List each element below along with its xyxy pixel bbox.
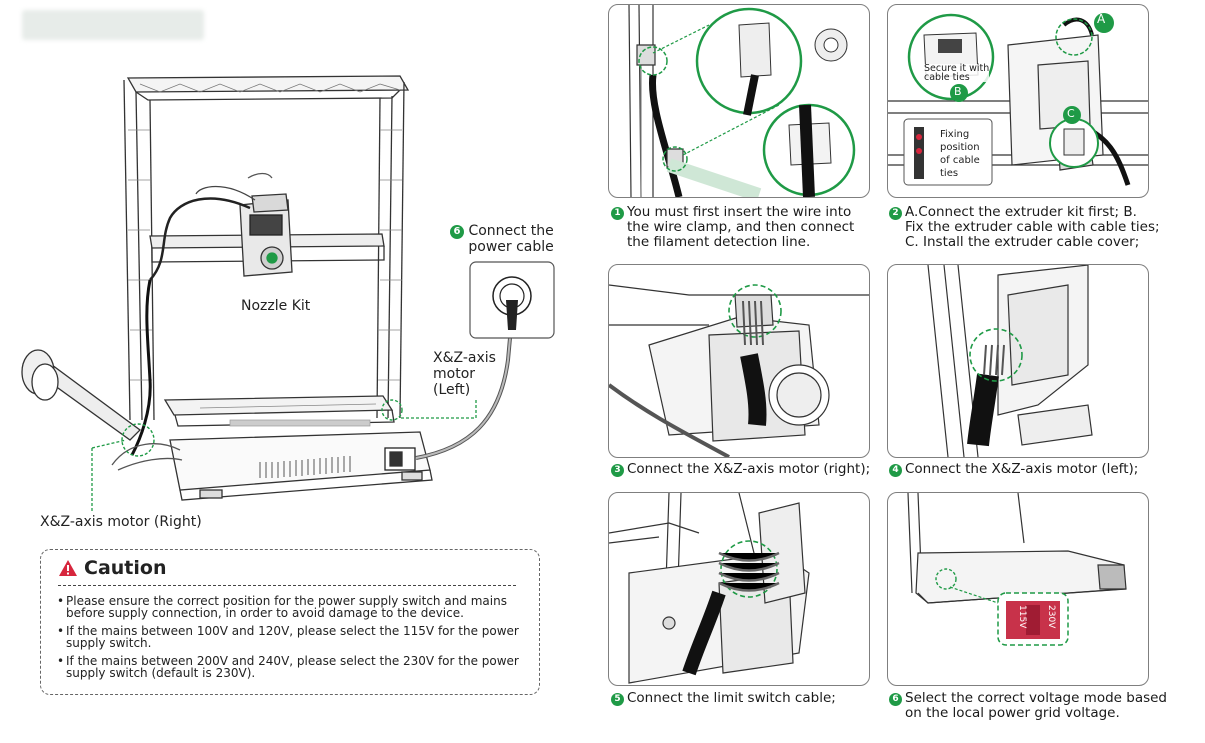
step6-image [887, 492, 1149, 686]
switch-230v: 230V [1046, 605, 1056, 629]
tag-b: B [954, 85, 962, 98]
step4-image [887, 264, 1149, 458]
caution-item: Please ensure the correct position for t… [57, 595, 527, 619]
label-motor-left: X&Z-axis motor (Left) [433, 350, 496, 398]
step5-image [608, 492, 870, 686]
caution-heading: Caution [58, 557, 166, 579]
label-nozzle-kit: Nozzle Kit [241, 298, 311, 314]
switch-115v: 115V [1017, 605, 1027, 629]
tag-c: C [1067, 107, 1075, 120]
caution-list: Please ensure the correct position for t… [57, 595, 527, 685]
caution-item: If the mains between 200V and 240V, plea… [57, 655, 527, 679]
step1-image [608, 4, 870, 198]
step2-image [887, 4, 1149, 198]
printer-illustration [21, 75, 555, 512]
callout-power-cable: 6 Connect the power cable [450, 223, 554, 255]
brand-logo-blurred [22, 10, 204, 40]
step3-image [608, 264, 870, 458]
caution-divider [58, 585, 516, 586]
tag-a: A [1097, 12, 1106, 26]
label-motor-right: X&Z-axis motor (Right) [40, 514, 202, 530]
caution-box [40, 549, 540, 695]
caution-item: If the mains between 100V and 120V, plea… [57, 625, 527, 649]
warning-icon [59, 560, 77, 576]
